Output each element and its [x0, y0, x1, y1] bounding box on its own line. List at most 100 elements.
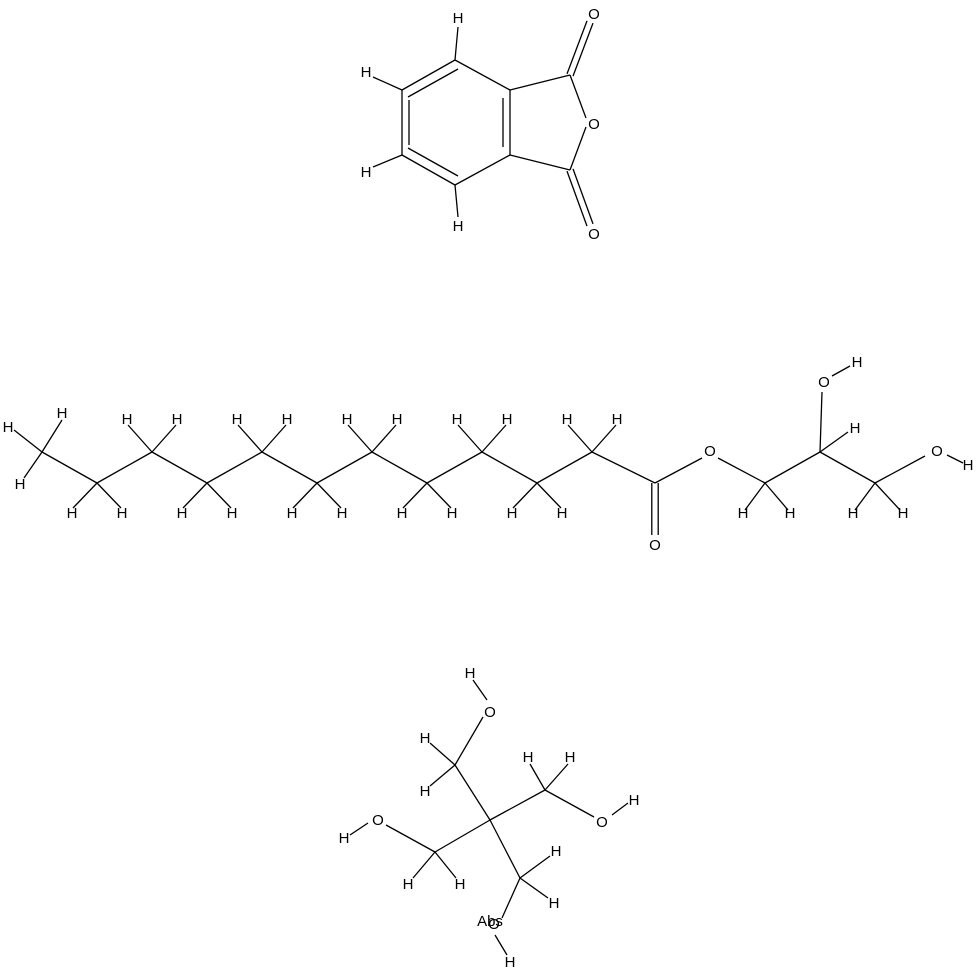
chain-bond	[819, 451, 876, 484]
c-h-bond	[316, 482, 342, 509]
hydrogen-atom: H	[15, 476, 26, 493]
abs-stereo-label: Abs	[477, 913, 503, 930]
hydrogen-atom: H	[337, 505, 348, 522]
c-h-bond	[261, 424, 287, 453]
chain-bond	[591, 451, 656, 484]
chain-bond	[206, 451, 263, 484]
bond-layer	[13, 20, 964, 956]
oxygen-atom: O	[372, 812, 384, 829]
hydrogen-atom: H	[551, 843, 562, 860]
chain-bond	[316, 451, 373, 484]
c-h-bond	[347, 424, 373, 453]
c-h-bond	[402, 482, 428, 509]
ester-bond	[569, 126, 587, 171]
o-h-bond	[831, 365, 851, 377]
c-h-bond	[519, 877, 549, 899]
hydrogen-atom: H	[848, 505, 859, 522]
oxygen-atom: O	[488, 916, 500, 933]
hydrogen-atom: H	[523, 749, 534, 766]
hydrogen-atom: H	[122, 411, 133, 428]
oxygen-atom: O	[596, 814, 608, 831]
carbonyl-double-bond	[566, 20, 588, 75]
c-h-bond	[591, 424, 617, 453]
c-h-bond	[237, 424, 263, 453]
c-h-bond	[23, 451, 43, 479]
c-h-bond	[13, 429, 43, 453]
o-h-bond	[349, 822, 369, 836]
hydrogen-atom: H	[420, 730, 431, 747]
chain-bond	[481, 451, 538, 484]
c-h-bond	[567, 424, 593, 453]
hydrogen-atom: H	[505, 954, 516, 971]
hydrogen-atom: H	[562, 411, 573, 428]
c-h-bond	[429, 742, 456, 766]
hydrogen-atom: H	[117, 505, 128, 522]
c-o-bond	[874, 455, 926, 484]
c-o-bond	[819, 391, 823, 453]
c-o-bond	[501, 877, 521, 919]
aromatic-inner-bond	[407, 68, 459, 98]
hydrogen-atom: H	[420, 783, 431, 800]
hydrogen-atom: H	[287, 505, 298, 522]
ring-bond	[401, 154, 456, 186]
oxygen-atom: O	[931, 443, 943, 460]
hydrogen-atom: H	[361, 64, 372, 81]
c-h-bond	[96, 482, 122, 509]
ring-bond	[454, 154, 511, 186]
c-h-bond	[454, 26, 459, 61]
quaternary-bond	[434, 819, 491, 853]
c-h-bond	[292, 482, 318, 509]
chain-bond	[151, 451, 208, 484]
ester-bond	[717, 457, 766, 484]
carbonyl-double-bond	[572, 22, 594, 77]
hydrogen-atom: H	[361, 164, 372, 181]
c-h-bond	[874, 482, 901, 511]
hydrogen-atom: H	[507, 505, 518, 522]
hydrogen-atom: H	[453, 218, 464, 235]
hydrogen-atom: H	[629, 792, 640, 809]
c-h-bond	[371, 424, 397, 453]
carbonyl-double-bond	[566, 170, 588, 227]
ring-bond	[401, 59, 456, 91]
ring-bond	[509, 154, 571, 171]
hydrogen-atom: H	[172, 411, 183, 428]
c-o-bond	[454, 716, 484, 766]
o-h-bond	[472, 679, 488, 701]
hydrogen-atom: H	[232, 411, 243, 428]
hydrogen-atom: H	[455, 876, 466, 893]
c-h-bond	[454, 184, 459, 218]
hydrogen-atom: H	[850, 420, 861, 437]
o-h-bond	[611, 802, 629, 816]
oxygen-atom: O	[818, 374, 830, 391]
hydrogen-atom: H	[612, 411, 623, 428]
hydrogen-atom: H	[453, 10, 464, 27]
carbonyl-double-bond	[572, 168, 594, 225]
hydrogen-atom: H	[557, 505, 568, 522]
c-h-bond	[481, 424, 507, 453]
c-h-bond	[429, 764, 456, 787]
hydrogen-atom: H	[339, 830, 350, 847]
aromatic-inner-bond	[407, 147, 459, 177]
hydrogen-atom: H	[392, 411, 403, 428]
quaternary-bond	[489, 819, 521, 879]
hydrogen-atom: H	[963, 457, 974, 474]
chain-bond	[764, 451, 821, 484]
hydrogen-atom: H	[397, 505, 408, 522]
hydrogen-atom: H	[67, 505, 78, 522]
c-h-bond	[151, 424, 177, 453]
hydrogen-atom: H	[549, 895, 560, 912]
chain-bond	[426, 451, 483, 484]
hydrogen-atom: H	[852, 354, 863, 371]
quaternary-bond	[454, 764, 491, 821]
hydrogen-atom: H	[403, 876, 414, 893]
c-h-bond	[819, 431, 849, 453]
oxygen-atom: O	[704, 443, 716, 460]
hydrogen-atom: H	[738, 505, 749, 522]
c-h-bond	[372, 154, 403, 168]
hydrogen-atom: H	[465, 665, 476, 682]
c-o-bond	[385, 824, 436, 853]
c-h-bond	[412, 851, 436, 879]
oxygen-atom: O	[588, 6, 600, 23]
hydrogen-atom: H	[898, 505, 909, 522]
oxygen-atom: O	[649, 537, 661, 554]
